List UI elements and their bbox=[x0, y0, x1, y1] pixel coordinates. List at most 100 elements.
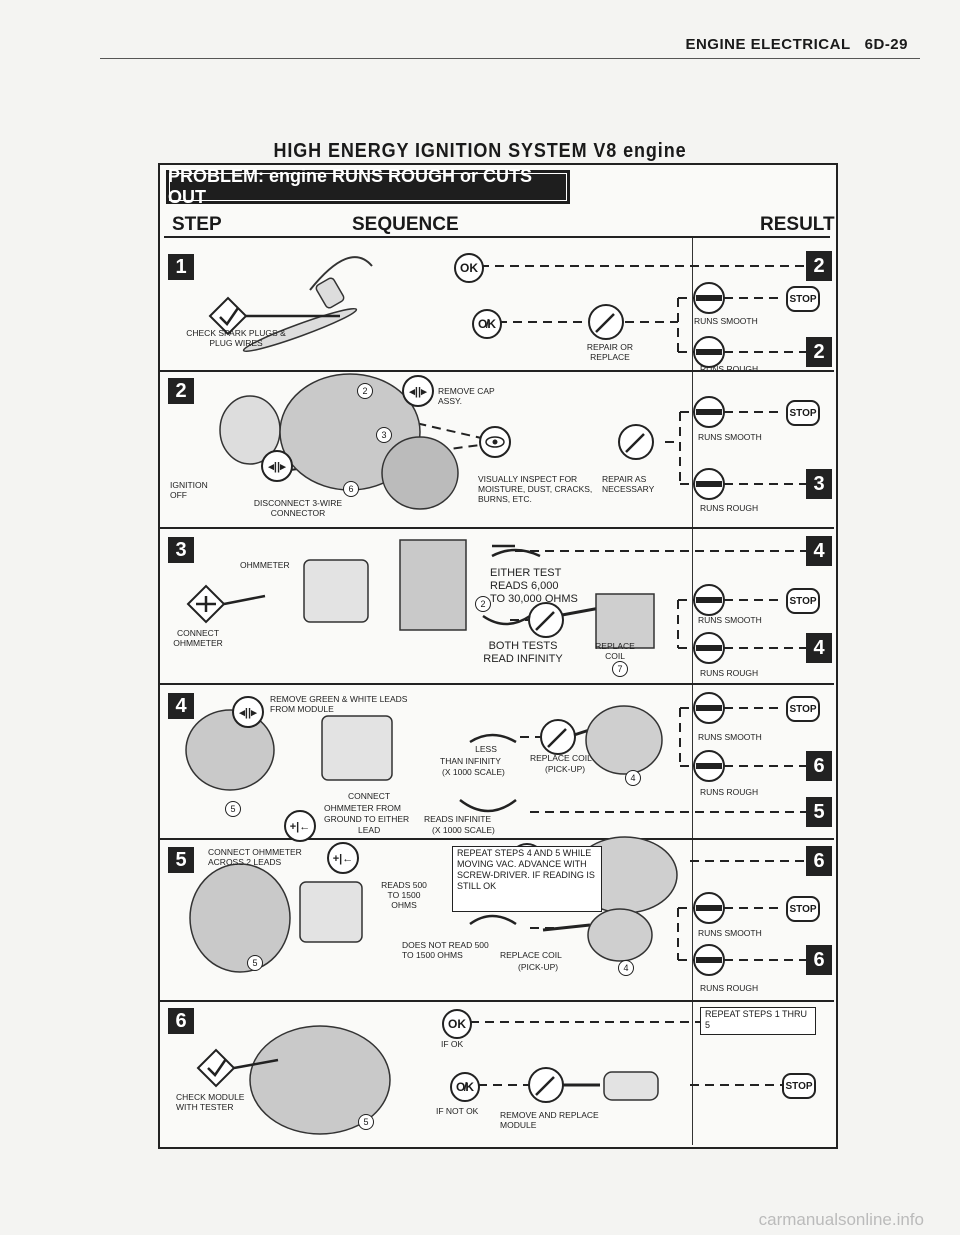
range-value: TO 30,000 OHMS bbox=[490, 593, 578, 605]
result-step-number: 5 bbox=[806, 797, 832, 827]
step-separator bbox=[160, 1000, 834, 1002]
stop-icon: STOP bbox=[786, 400, 820, 426]
ok-icon: OK bbox=[442, 1009, 472, 1039]
svg-text:◂||▸: ◂||▸ bbox=[267, 461, 286, 473]
column-result: RESULT bbox=[760, 214, 835, 235]
result-step-number: 2 bbox=[806, 251, 832, 281]
remove-leads-label: REMOVE GREEN & WHITE LEADS FROM MODULE bbox=[270, 694, 408, 714]
callout-number: 6 bbox=[343, 481, 359, 497]
step-number: 4 bbox=[168, 693, 194, 719]
runs-smooth-label: RUNS SMOOTH bbox=[698, 928, 762, 938]
runs-rough-label: RUNS ROUGH bbox=[700, 364, 759, 374]
replace-coil-label: REPLACE COIL bbox=[595, 641, 635, 661]
svg-text:+|←: +|← bbox=[290, 821, 311, 833]
header-rule bbox=[100, 58, 920, 59]
connect-ohmmeter-label: CONNECT OHMMETER ACROSS 2 LEADS bbox=[208, 847, 302, 867]
stop-icon: STOP bbox=[786, 696, 820, 722]
callout-number: 3 bbox=[376, 427, 392, 443]
callout-number: 7 bbox=[612, 661, 628, 677]
ground-label: GROUND TO EITHER bbox=[324, 814, 410, 824]
result-step-number: 3 bbox=[806, 469, 832, 499]
scale-label: (X 1000 SCALE) bbox=[442, 767, 505, 777]
callout-number: 4 bbox=[618, 960, 634, 976]
if-ok-label: IF OK bbox=[441, 1039, 464, 1049]
svg-text:◂||▸: ◂||▸ bbox=[408, 386, 427, 398]
reads-range-label: READS 500 TO 1500 OHMS bbox=[381, 880, 427, 910]
watermark: carmanualsonline.info bbox=[758, 1210, 924, 1229]
callout-number: 2 bbox=[475, 596, 491, 612]
result-step-number: 2 bbox=[806, 337, 832, 367]
repeat-steps-box: REPEAT STEPS 4 AND 5 WHILE MOVING VAC. A… bbox=[452, 846, 602, 912]
connect-label: CONNECT bbox=[348, 791, 391, 801]
remove-module-label: REMOVE AND REPLACE MODULE bbox=[500, 1110, 599, 1130]
replace-coil-label: REPLACE COIL bbox=[530, 753, 592, 763]
either-test: EITHER TEST bbox=[490, 567, 562, 579]
step-number: 3 bbox=[168, 537, 194, 563]
pickup-label: (PICK-UP) bbox=[545, 764, 586, 774]
runs-rough-label: RUNS ROUGH bbox=[700, 983, 759, 993]
column-step: STEP bbox=[172, 214, 222, 235]
result-step-number: 6 bbox=[806, 751, 832, 781]
step-number: 2 bbox=[168, 378, 194, 404]
disconnect-label: DISCONNECT 3-WIRE CONNECTOR bbox=[253, 498, 343, 518]
remove-cap-label: REMOVE CAP ASSY. bbox=[438, 386, 495, 406]
replace-coil-label: REPLACE COIL bbox=[500, 950, 562, 960]
both-tests: BOTH TESTS bbox=[488, 640, 558, 652]
ignition-label: IGNITION OFF bbox=[170, 480, 208, 500]
stop-icon: STOP bbox=[786, 896, 820, 922]
step-number: 6 bbox=[168, 1008, 194, 1034]
page-header: ENGINE ELECTRICAL 6D-29 bbox=[685, 36, 908, 53]
step-number: 5 bbox=[168, 847, 194, 873]
step-separator bbox=[160, 370, 834, 372]
result-step-number: 6 bbox=[806, 846, 832, 876]
result-divider bbox=[692, 238, 693, 1145]
runs-smooth-label: RUNS SMOOTH bbox=[698, 615, 762, 625]
repair-label: REPAIR OR REPLACE bbox=[586, 342, 634, 362]
repair-label: REPAIR AS NECESSARY bbox=[602, 474, 655, 494]
callout-number: 5 bbox=[358, 1114, 374, 1130]
check-module-label: CHECK MODULE WITH TESTER bbox=[176, 1092, 245, 1112]
reads-value: READS 6,000 bbox=[490, 580, 559, 592]
result-step-number: 4 bbox=[806, 633, 832, 663]
stop-icon: STOP bbox=[782, 1073, 816, 1099]
callout-number: 4 bbox=[625, 770, 641, 786]
than-infinity-label: THAN INFINITY bbox=[440, 756, 501, 766]
runs-smooth-label: RUNS SMOOTH bbox=[698, 732, 762, 742]
runs-rough-label: RUNS ROUGH bbox=[700, 503, 759, 513]
less-label: LESS bbox=[475, 744, 497, 754]
ohmmeter-label: OHMMETER bbox=[240, 560, 290, 570]
result-step-number: 6 bbox=[806, 945, 832, 975]
step-separator bbox=[160, 527, 834, 529]
read-infinity: READ INFINITY bbox=[483, 653, 563, 665]
chart-title: HIGH ENERGY IGNITION SYSTEM V8 engine bbox=[273, 140, 687, 162]
result-step-number: 4 bbox=[806, 536, 832, 566]
ok-icon: OK bbox=[454, 253, 484, 283]
scale-label: (X 1000 SCALE) bbox=[432, 825, 495, 835]
does-not-read-label: DOES NOT READ 500 TO 1500 OHMS bbox=[402, 940, 489, 960]
runs-rough-label: RUNS ROUGH bbox=[700, 787, 759, 797]
step-separator bbox=[160, 838, 834, 840]
inspect-label: VISUALLY INSPECT FOR MOISTURE, DUST, CRA… bbox=[478, 474, 593, 504]
repeat-steps-box: REPEAT STEPS 1 THRU 5 bbox=[700, 1007, 816, 1035]
runs-smooth-label: RUNS SMOOTH bbox=[694, 316, 758, 326]
step-label: CHECK SPARK PLUGS & PLUG WIRES bbox=[186, 328, 286, 348]
column-rule bbox=[164, 236, 830, 238]
svg-text:◂||▸: ◂||▸ bbox=[238, 707, 257, 719]
problem-banner: PROBLEM: engine RUNS ROUGH or CUTS OUT bbox=[166, 166, 570, 207]
section-title: ENGINE ELECTRICAL bbox=[685, 36, 851, 53]
column-sequence: SEQUENCE bbox=[352, 214, 459, 235]
pickup-label: (PICK-UP) bbox=[518, 962, 559, 972]
callout-number: 2 bbox=[357, 383, 373, 399]
step-separator bbox=[160, 683, 834, 685]
runs-rough-label: RUNS ROUGH bbox=[700, 668, 759, 678]
ohmmeter-from-label: OHMMETER FROM bbox=[324, 803, 401, 813]
not-ok-icon: O̸K bbox=[472, 309, 502, 339]
stop-icon: STOP bbox=[786, 588, 820, 614]
callout-number: 5 bbox=[225, 801, 241, 817]
not-ok-icon: O̸K bbox=[450, 1072, 480, 1102]
stop-icon: STOP bbox=[786, 286, 820, 312]
callout-number: 5 bbox=[247, 955, 263, 971]
if-not-ok-label: IF NOT OK bbox=[436, 1106, 479, 1116]
lead-label: LEAD bbox=[358, 825, 381, 835]
